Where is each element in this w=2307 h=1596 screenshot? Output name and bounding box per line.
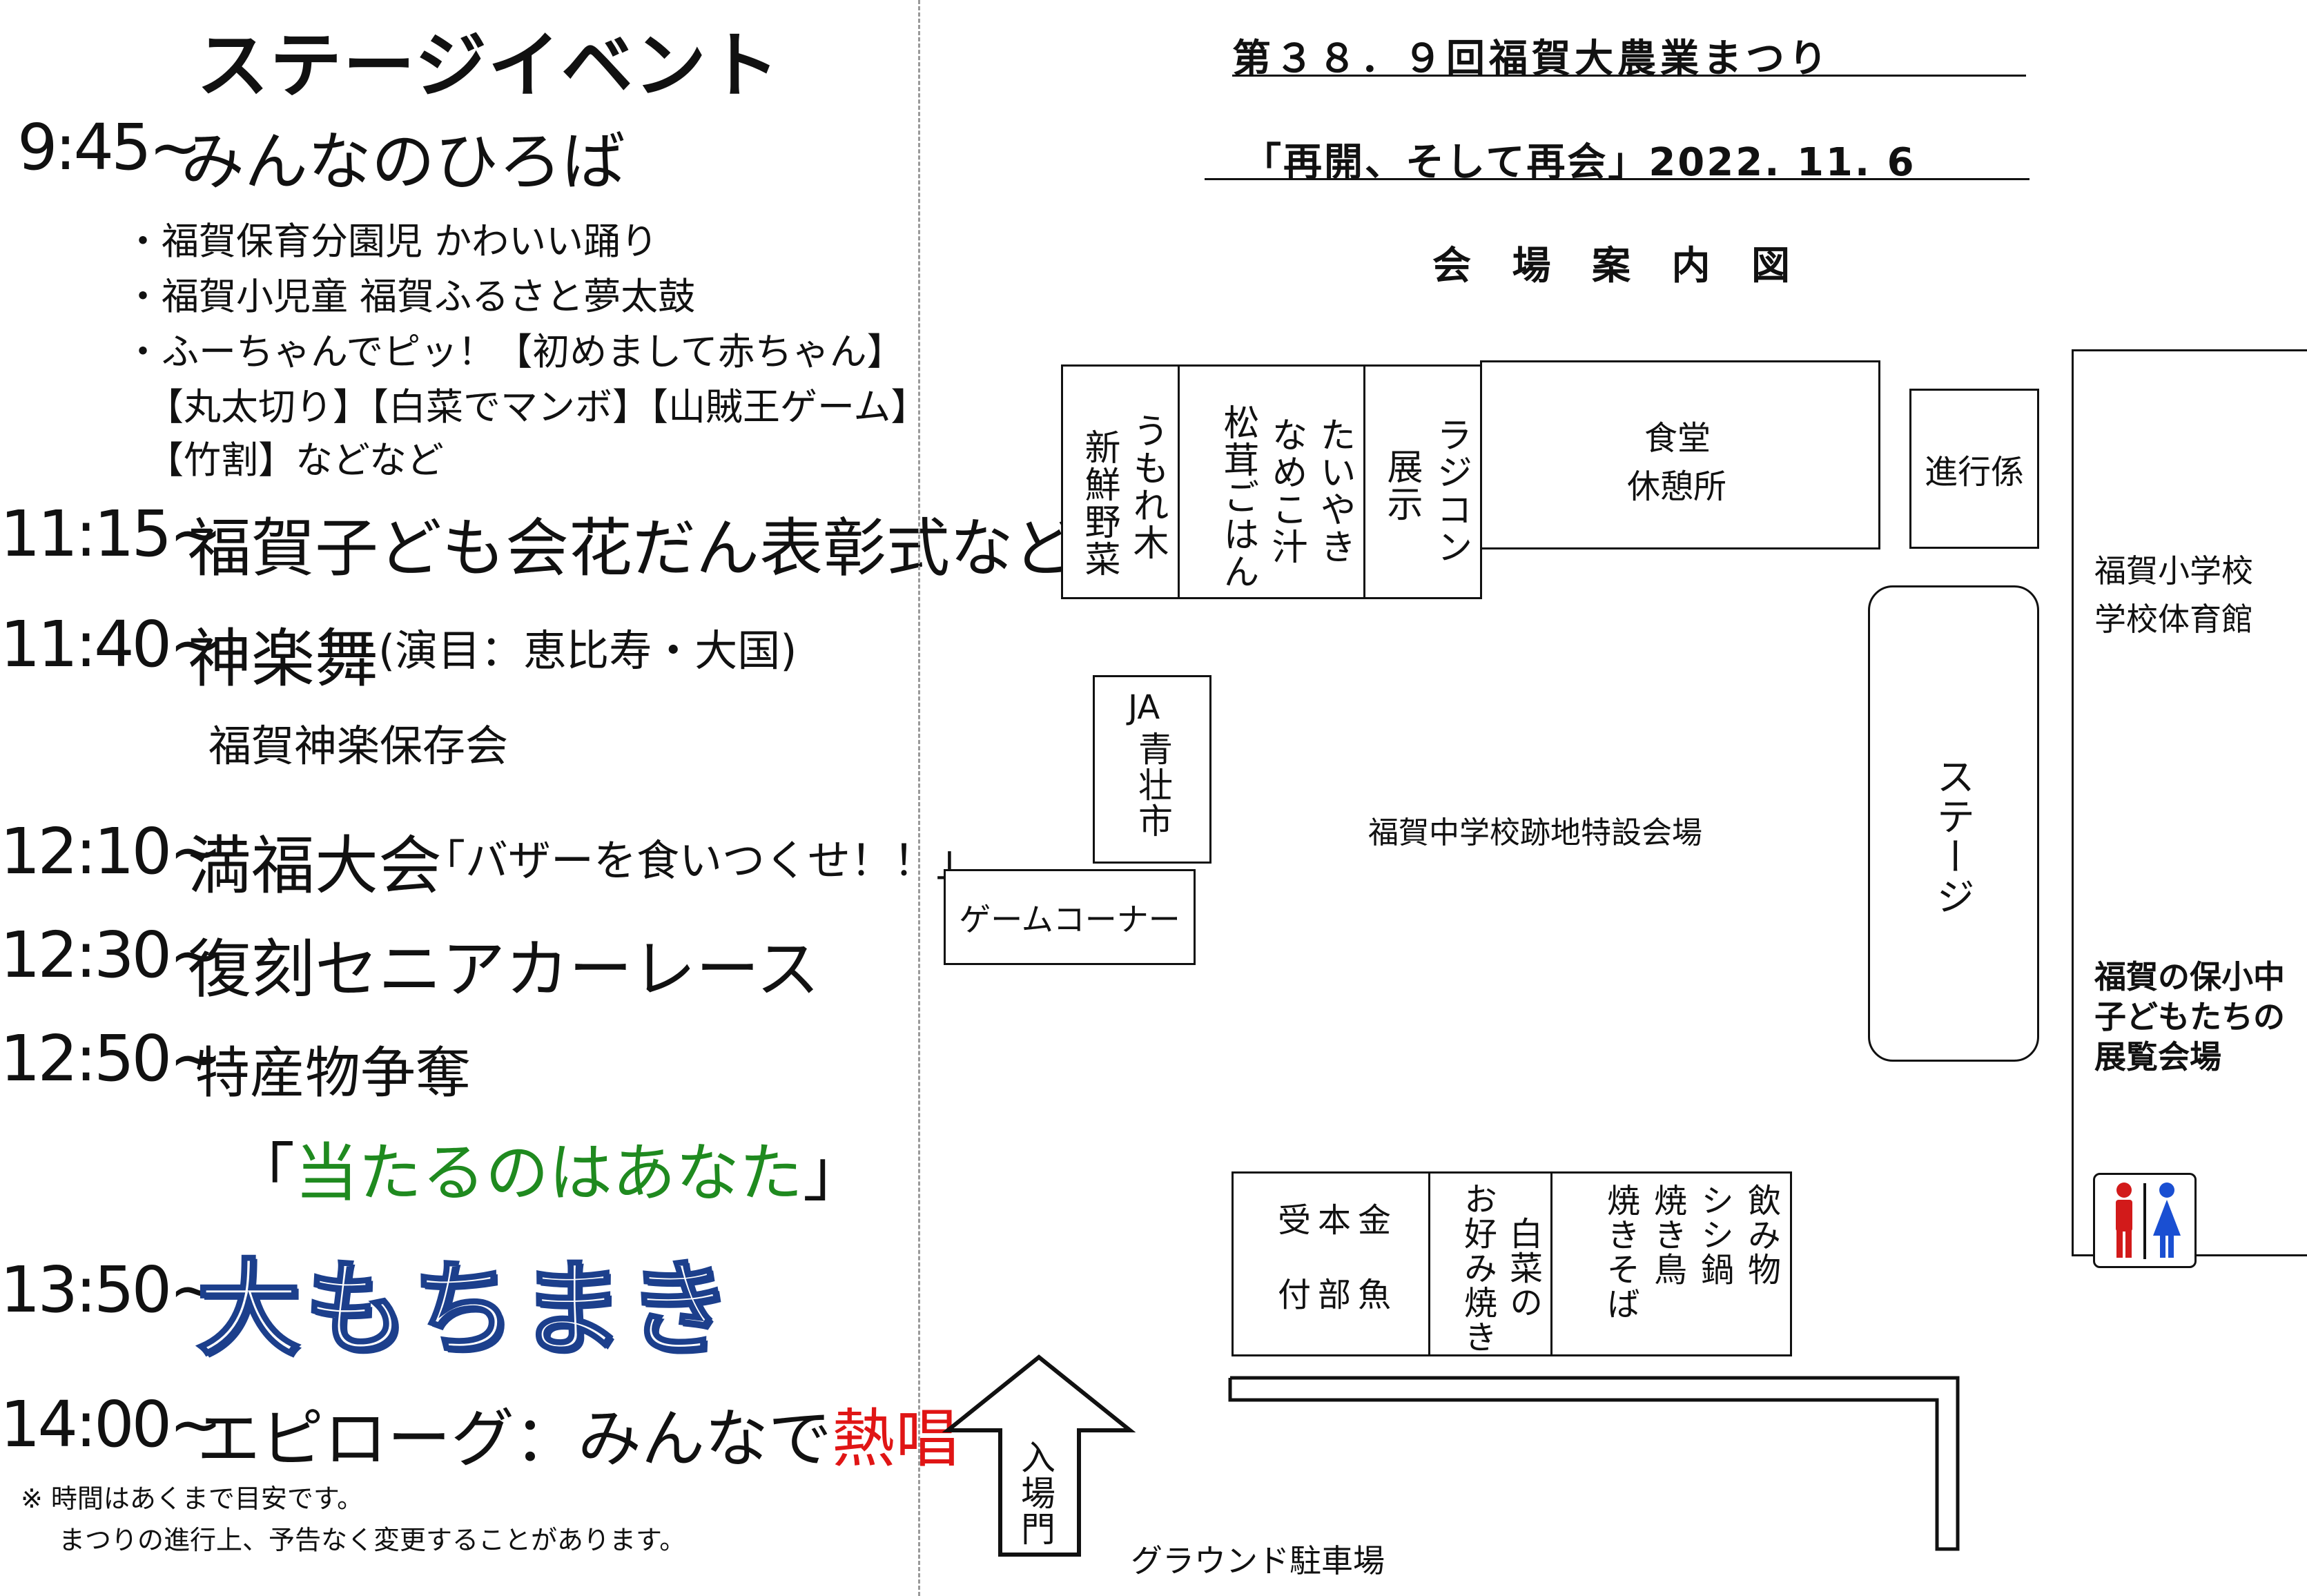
booth-okonomiyaki: 白菜の お好み焼き xyxy=(1428,1171,1552,1356)
venue-label: 福賀中学校跡地特設会場 xyxy=(1368,815,1702,850)
booth-exhibit-label: 展示 xyxy=(1381,448,1422,523)
game-corner: ゲームコーナー xyxy=(944,869,1196,965)
stage-area: ステージ xyxy=(1868,585,2039,1062)
booth-matsutake-taiyaki: たいやき なめこ汁 松茸ごはん xyxy=(1178,364,1365,599)
rest-area-label: 休憩所 xyxy=(1627,467,1727,506)
booth-taiyaki-label: たいやき xyxy=(1314,416,1355,565)
toilet-icon xyxy=(2093,1173,2197,1268)
header-underline-1 xyxy=(1232,75,2026,77)
fence-path xyxy=(1228,1376,1960,1551)
event-manpuku-detail: 「バザーを食いつくせ！！」 xyxy=(422,835,980,886)
note-change: まつりの進行上、予告なく変更することがあります。 xyxy=(59,1525,686,1555)
epilogue-text: エピローグ：みんなで xyxy=(197,1402,833,1476)
bullet-fuchan: ・ふーちゃんでピッ！【初めまして赤ちゃん】 xyxy=(124,330,904,373)
booth-radiocon-label: ラジコン xyxy=(1430,416,1472,565)
ja-market-label: 青壮市 xyxy=(1133,731,1173,839)
event-tokusan: 特産物争奪 xyxy=(195,1041,471,1105)
bullet-games: 【丸太切り】【白菜でマンボ】【山賊王ゲーム】 xyxy=(146,385,928,429)
reception-row-2: 付部魚 xyxy=(1278,1276,1399,1314)
event-tokusan-slogan: 「当たるのはあなた」 xyxy=(231,1122,866,1214)
event-kagura-troupe: 福賀神楽保存会 xyxy=(208,721,509,771)
header-theme-date: 「再開、そして再会」2022. 11. 6 xyxy=(1243,140,1916,185)
okonomiyaki-label: お好み焼き xyxy=(1458,1182,1497,1354)
yakisoba-label: 焼きそば xyxy=(1601,1183,1639,1321)
event-kagura: 神楽舞 xyxy=(188,622,379,696)
page-divider xyxy=(918,0,920,1596)
slogan-close: 」 xyxy=(803,1136,867,1210)
shishinabe-label: シシ鍋 xyxy=(1695,1183,1733,1287)
ja-label: JA xyxy=(1128,688,1160,727)
time-1400: 14:00~ xyxy=(0,1388,222,1461)
event-mochimaki: 大もちまき xyxy=(195,1248,736,1371)
event-minnano-hiroba: みんなのひろば xyxy=(181,125,626,199)
bullet-hoikuen: ・福賀保育分園児 かわいい踊り xyxy=(124,220,659,263)
progress-label: 進行係 xyxy=(1924,453,2024,492)
okonomiyaki-hakusai-label: 白菜の xyxy=(1503,1216,1542,1320)
booth-nameko-label: なめこ汁 xyxy=(1265,416,1307,565)
booth-vegetables-label: 新鮮野菜 xyxy=(1078,429,1120,578)
booth-vegetables-umoregi: うもれ木 新鮮野菜 xyxy=(1061,364,1180,599)
booth-matsutake-label: 松茸ごはん xyxy=(1217,404,1258,590)
time-0945: 9:45~ xyxy=(17,110,202,184)
drinks-label: 飲み物 xyxy=(1742,1183,1780,1287)
time-1230: 12:30~ xyxy=(0,918,222,992)
time-1250: 12:50~ xyxy=(0,1022,222,1096)
bullet-taiko: ・福賀小児童 福賀ふるさと夢太鼓 xyxy=(124,275,696,318)
header-underline-2 xyxy=(1205,178,2029,180)
entrance-label: 入場門 xyxy=(1015,1439,1055,1547)
event-senior-car: 復刻セニアカーレース xyxy=(188,933,820,1006)
exhibit-label-2: 子どもたちの xyxy=(2094,998,2285,1035)
booth-umoregi-label: うもれ木 xyxy=(1127,412,1168,561)
note-time: ※ 時間はあくまで目安です。 xyxy=(21,1483,364,1514)
exhibit-label-1: 福賀の保小中 xyxy=(2094,958,2285,995)
yakitori-label: 焼き鳥 xyxy=(1648,1183,1686,1287)
booth-reception: 受本金 付部魚 xyxy=(1232,1171,1430,1356)
entrance-arrow-icon xyxy=(942,1354,1136,1557)
header-map-title: 会 場 案 内 図 xyxy=(1432,244,1804,289)
event-epilogue: エピローグ：みんなで熱唱 xyxy=(197,1388,959,1479)
parking-label: グラウンド駐車場 xyxy=(1131,1542,1385,1579)
time-1350: 13:50~ xyxy=(0,1253,222,1327)
event-manpuku: 満福大会 xyxy=(188,829,442,903)
bullet-takewari: 【竹割】などなど xyxy=(146,438,444,482)
stage-title: ステージイベント xyxy=(197,23,781,108)
booth-exhibit-radiocon: ラジコン 展示 xyxy=(1363,364,1482,599)
dining-label: 食堂 xyxy=(1644,419,1711,458)
booth-progress: 進行係 xyxy=(1909,389,2039,549)
gym-hall-label: 学校体育館 xyxy=(2094,601,2253,638)
slogan-green: 当たるのはあなた xyxy=(295,1136,804,1210)
header-festival-title: 第３８．９回福賀大農業まつり xyxy=(1232,37,1831,81)
gym-school-label: 福賀小学校 xyxy=(2094,552,2253,590)
event-kodomokai: 福賀子ども会花だん表彰式など xyxy=(188,512,1078,585)
exhibit-label-3: 展覧会場 xyxy=(2094,1038,2221,1076)
epilogue-red: 熱唱 xyxy=(832,1402,960,1476)
booth-food-row: 飲み物 シシ鍋 焼き鳥 焼きそば xyxy=(1550,1171,1792,1356)
reception-row-1: 受本金 xyxy=(1278,1201,1399,1240)
time-1115: 11:15~ xyxy=(0,497,222,571)
game-corner-label: ゲームコーナー xyxy=(959,900,1180,938)
time-1140: 11:40~ xyxy=(0,607,222,681)
booth-ja: JA 青壮市 xyxy=(1093,675,1211,864)
stage-label: ステージ xyxy=(1929,757,1975,917)
event-kagura-detail: (演目：恵比寿・大国) xyxy=(378,625,797,676)
time-1210: 12:10~ xyxy=(0,815,222,888)
slogan-open: 「 xyxy=(231,1136,295,1210)
gymnasium: 福賀小学校 学校体育館 福賀の保小中 子どもたちの 展覧会場 xyxy=(2072,349,2307,1268)
toilet-figures xyxy=(2116,1183,2181,1259)
booth-dining: 食堂 休憩所 xyxy=(1480,360,1880,549)
